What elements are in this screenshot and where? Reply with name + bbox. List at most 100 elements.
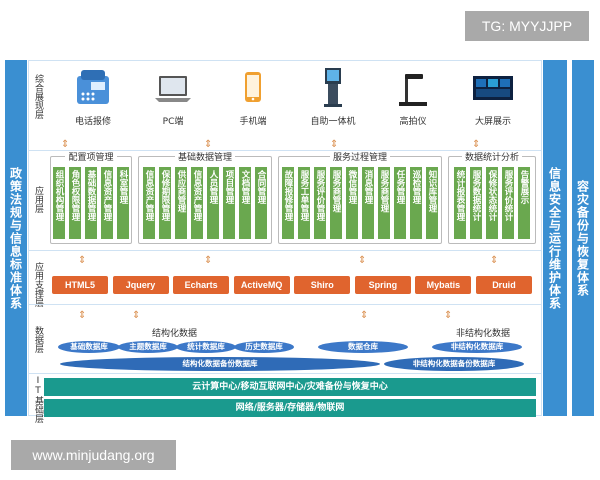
module-item[interactable]: 项目管理 xyxy=(223,167,235,239)
tech-badge: Shiro xyxy=(294,276,351,294)
module-item[interactable]: 保修期限管理 xyxy=(159,167,171,239)
unstructured-backup-db: 非结构化数据备份数据库 xyxy=(384,357,524,371)
module-item[interactable]: 任务管理 xyxy=(394,167,406,239)
module-item[interactable]: 消息管理 xyxy=(362,167,374,239)
module-item[interactable]: 合同管理 xyxy=(255,167,267,239)
module-item[interactable]: 统计报表管理 xyxy=(454,167,466,239)
module-item[interactable]: 供应商管理 xyxy=(175,167,187,239)
layer-label-infra: IT基础层 xyxy=(33,376,43,423)
group-title: 服务过程管理 xyxy=(329,153,390,163)
layer-divider xyxy=(28,150,542,151)
device-label: 电话报修 xyxy=(74,117,111,127)
layer-divider xyxy=(28,304,542,305)
arrow-connector: ⇕ xyxy=(78,255,87,266)
database-cylinder: 历史数据库 xyxy=(234,341,294,353)
infra-bar-centers: 云计算中心/移动互联网中心/灾难备份与恢复中心 xyxy=(44,378,536,396)
database-cylinder: 数据仓库 xyxy=(318,341,408,353)
module-item[interactable]: 信息资产管理 xyxy=(101,167,113,239)
module-item[interactable]: 人员管理 xyxy=(207,167,219,239)
arrow-connector: ⇕ xyxy=(358,255,367,266)
module-item[interactable]: 服务商管理 xyxy=(378,167,390,239)
side-bar-policy: 政策法规与信息标准体系 xyxy=(5,60,27,416)
tech-badge: ActiveMQ xyxy=(233,276,290,294)
tech-badge: HTML5 xyxy=(52,276,108,294)
phone-icon xyxy=(77,70,109,104)
arrow-connector: ⇕ xyxy=(78,310,87,321)
module-item[interactable]: 科室管理 xyxy=(117,167,129,239)
device-label: 高拍仪 xyxy=(399,117,427,127)
group-title: 基础数据管理 xyxy=(174,153,235,163)
tech-badge: Echarts xyxy=(173,276,230,294)
bigscreen-icon xyxy=(473,76,513,100)
device-kiosk: 自助一体机 xyxy=(298,66,368,132)
tech-badge: Spring xyxy=(354,276,411,294)
database-cylinder: 统计数据库 xyxy=(176,341,236,353)
device-label: 手机端 xyxy=(239,117,267,127)
module-item[interactable]: 信息资产管理 xyxy=(191,167,203,239)
tech-badge: Druid xyxy=(475,276,532,294)
module-item[interactable]: 服务评价统计 xyxy=(502,167,514,239)
device-bigscreen: 大屏展示 xyxy=(458,66,528,132)
structured-data-title: 结构化数据 xyxy=(152,329,198,339)
device-mobile: 手机端 xyxy=(218,66,288,132)
tech-stack: HTML5 Jquery Echarts ActiveMQ Shiro Spri… xyxy=(52,276,532,294)
module-item[interactable]: 巡检管理 xyxy=(410,167,422,239)
side-bar-disaster-recovery: 容灾备份与恢复体系 xyxy=(572,60,594,416)
group-data-stats: 数据统计分析 统计报表管理 服务数据统计 保修状态统计 服务评价统计 告警展示 xyxy=(448,153,536,244)
arrow-connector: ⇕ xyxy=(472,139,481,150)
group-title: 数据统计分析 xyxy=(461,153,522,163)
device-phone: 电话报修 xyxy=(58,66,128,132)
arrow-connector: ⇕ xyxy=(132,310,141,321)
module-item[interactable]: 故障报修管理 xyxy=(282,167,294,239)
database-cylinder: 主题数据库 xyxy=(118,341,178,353)
module-item[interactable]: 告警展示 xyxy=(518,167,530,239)
module-item[interactable]: 微信管理 xyxy=(346,167,358,239)
module-item[interactable]: 基础数据管理 xyxy=(85,167,97,239)
module-item[interactable]: 服务评价管理 xyxy=(314,167,326,239)
arrow-connector: ⇕ xyxy=(204,139,213,150)
module-item[interactable]: 服务数据统计 xyxy=(470,167,482,239)
module-item[interactable]: 服务商管理 xyxy=(330,167,342,239)
tech-badge: Mybatis xyxy=(415,276,472,294)
scanner-icon xyxy=(399,74,427,106)
watermark-bottom: www.minjudang.org xyxy=(11,440,176,470)
group-title: 配置项管理 xyxy=(65,153,117,163)
arrow-connector: ⇕ xyxy=(360,310,369,321)
arrow-connector: ⇕ xyxy=(444,310,453,321)
module-item[interactable]: 角色权限管理 xyxy=(69,167,81,239)
structured-backup-db: 结构化数据备份数据库 xyxy=(60,357,380,371)
database-cylinder: 非结构化数据库 xyxy=(432,341,522,353)
device-label: PC端 xyxy=(162,117,184,127)
group-service-process: 服务过程管理 故障报修管理 服务工单管理 服务评价管理 服务商管理 微信管理 消… xyxy=(278,153,442,244)
group-basic-data: 基础数据管理 信息资产管理 保修期限管理 供应商管理 信息资产管理 人员管理 项… xyxy=(138,153,272,244)
arrow-connector: ⇕ xyxy=(61,139,70,150)
device-scanner: 高拍仪 xyxy=(378,66,448,132)
layer-label-data: 数据层 xyxy=(33,326,43,353)
module-item[interactable]: 服务工单管理 xyxy=(298,167,310,239)
database-cylinder: 基础数据库 xyxy=(58,341,120,353)
device-label: 大屏展示 xyxy=(474,117,511,127)
watermark-top: TG: MYYJJPP xyxy=(465,11,589,41)
module-item[interactable]: 保修状态统计 xyxy=(486,167,498,239)
module-item[interactable]: 信息资产管理 xyxy=(143,167,155,239)
layer-label-display: 综合展现层 xyxy=(33,74,43,119)
infra-bar-hardware: 网络/服务器/存储器/物联网 xyxy=(44,399,536,417)
module-item[interactable]: 文档管理 xyxy=(239,167,251,239)
mobile-icon xyxy=(245,72,261,102)
display-devices: 电话报修 PC端 手机端 自助一体机 高拍仪 xyxy=(58,66,528,132)
side-bar-security: 信息安全与运行维护体系 xyxy=(543,60,567,416)
tech-badge: Jquery xyxy=(112,276,169,294)
arrow-connector: ⇕ xyxy=(330,139,339,150)
device-label: 自助一体机 xyxy=(310,117,356,127)
layer-divider xyxy=(28,373,542,374)
group-config: 配置项管理 组织机构管理 角色权限管理 基础数据管理 信息资产管理 科室管理 xyxy=(50,153,132,244)
layer-label-support: 应用支撑层 xyxy=(33,262,43,307)
arrow-connector: ⇕ xyxy=(204,255,213,266)
unstructured-data-title: 非结构化数据 xyxy=(456,329,511,339)
module-item[interactable]: 知识库管理 xyxy=(426,167,438,239)
laptop-icon xyxy=(155,76,191,102)
module-item[interactable]: 组织机构管理 xyxy=(53,167,65,239)
arrow-connector: ⇕ xyxy=(490,255,499,266)
kiosk-icon xyxy=(324,68,342,107)
device-pc: PC端 xyxy=(138,66,208,132)
